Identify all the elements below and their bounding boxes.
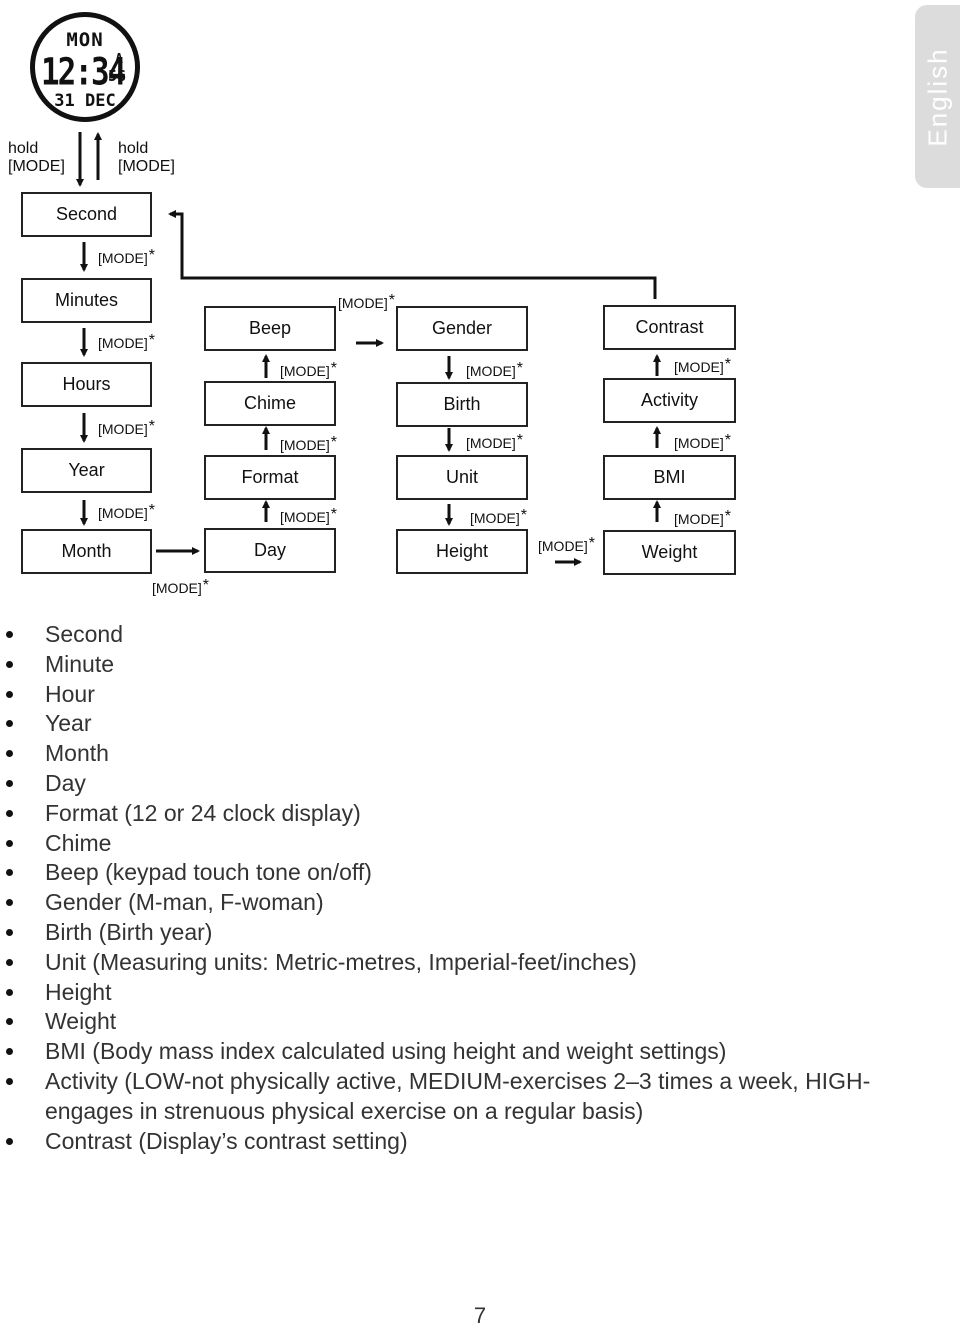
flow-box-birth: Birth [396,382,528,427]
list-item: Minute [0,650,900,680]
flow-box-gender: Gender [396,306,528,351]
flow-box-bmi: BMI [603,455,736,500]
list-item: Day [0,769,900,799]
mode-label: [MODE]* [470,507,528,526]
list-item: Height [0,978,900,1008]
watch-ampm: A [115,52,123,67]
mode-label: [MODE]* [538,535,596,554]
watch-date: 31 DEC [54,91,116,111]
mode-label: [MODE]* [674,508,732,527]
mode-label: [MODE]* [280,360,338,379]
list-item: Contrast (Display’s contrast setting) [0,1127,900,1157]
flow-box-day: Day [204,528,336,573]
flow-box-beep: Beep [204,306,336,351]
mode-label: [MODE]* [98,502,156,521]
list-item: Month [0,739,900,769]
flow-box-hours: Hours [21,362,152,407]
mode-label: [MODE]* [152,577,210,596]
watch-seconds: 56 [107,67,126,85]
mode-label: [MODE]* [280,434,338,453]
flow-box-month: Month [21,529,152,574]
settings-list: Second Minute Hour Year Month Day Format… [0,620,900,1156]
flow-box-contrast: Contrast [603,305,736,350]
watch-display-icon: MON 12:34 A 56 31 DEC [30,12,140,122]
flow-box-activity: Activity [603,378,736,423]
list-item: Weight [0,1007,900,1037]
mode-label: [MODE]* [338,292,396,311]
flow-box-chime: Chime [204,381,336,426]
flow-box-minutes: Minutes [21,278,152,323]
flow-box-weight: Weight [603,530,736,575]
list-item: Birth (Birth year) [0,918,900,948]
flow-connectors [76,132,661,566]
mode-label: [MODE]* [280,506,338,525]
flow-box-height: Height [396,529,528,574]
list-item: Gender (M-man, F-woman) [0,888,900,918]
mode-label: [MODE]* [674,356,732,375]
list-item: Beep (keypad touch tone on/off) [0,858,900,888]
page-number: 7 [473,1303,487,1328]
mode-label: [MODE]* [466,360,524,379]
hold-mode-down-label: hold[MODE] [8,140,65,175]
watch-day: MON [66,29,104,51]
mode-label: [MODE]* [466,432,524,451]
list-item: Hour [0,680,900,710]
hold-mode-up-label: hold[MODE] [118,140,175,175]
mode-label: [MODE]* [674,432,732,451]
flow-box-format: Format [204,455,336,500]
language-tab: English [915,5,960,188]
list-item: Format (12 or 24 clock display) [0,799,900,829]
watch-time: 12:34 [41,51,126,95]
list-item: Unit (Measuring units: Metric-metres, Im… [0,948,900,978]
mode-label: [MODE]* [98,332,156,351]
flow-box-unit: Unit [396,455,528,500]
flow-box-year: Year [21,448,152,493]
mode-label: [MODE]* [98,418,156,437]
list-item: Year [0,709,900,739]
list-item: Second [0,620,900,650]
list-item: Activity (LOW-not physically active, MED… [0,1067,900,1127]
mode-label: [MODE]* [98,247,156,266]
flow-box-second: Second [21,192,152,237]
list-item: Chime [0,829,900,859]
list-item: BMI (Body mass index calculated using he… [0,1037,900,1067]
